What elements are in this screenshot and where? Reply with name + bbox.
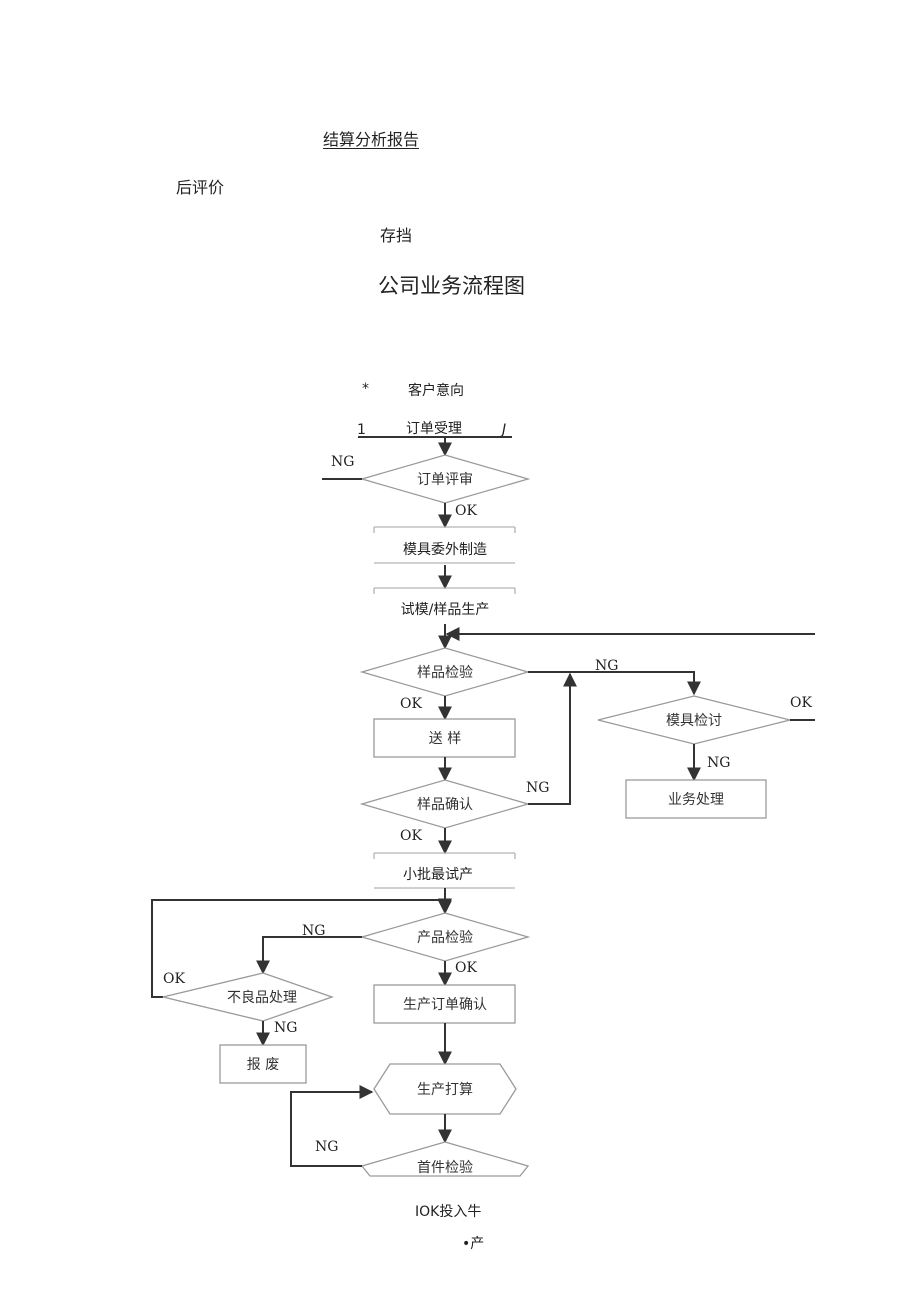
post-evaluation-label: 后评价 [176,178,225,197]
ng-loop-first-inspect [290,1085,374,1167]
ng-label-defect-handle: NG [274,1020,297,1036]
ok-label-sample-confirm: OK [400,828,422,844]
customer-intent-label: 客户意向 [408,382,464,399]
prod-order-confirm-label: 生产订单确认 [403,997,487,1013]
first-inspect-diamond [360,1141,530,1177]
ng-label-product-inspect: NG [302,923,325,939]
prod-plan-label: 生产打算 [417,1081,473,1098]
send-sample-label: 送 样 [429,731,461,747]
scrap-label: 报 废 [247,1057,279,1073]
send-sample-box [373,718,516,758]
ok-label-product-inspect: OK [455,960,477,976]
sample-confirm-label: 样品确认 [417,797,473,813]
product-inspect-label: 产品检验 [417,930,473,946]
order-accept-label: 订单受理 [406,421,462,437]
ng-line-sample-confirm [528,672,577,805]
prod-plan-hexagon [373,1063,517,1115]
ng-label-mold-review: NG [707,755,730,771]
small-batch-label: 小批最试产 [403,867,473,883]
star-mark: * [362,381,369,397]
ok-loop-defect-handle [151,898,452,998]
business-handle-label: 业务处理 [668,792,724,808]
prod-order-confirm-box [373,984,516,1024]
scrap-box [219,1044,307,1084]
ng-label-order-review: NG [331,454,354,470]
business-handle-box [625,779,767,819]
ok-label-defect-handle: OK [163,971,185,987]
defect-handle-label: 不良品处理 [227,990,297,1006]
slash-mark: J [499,422,506,438]
ok-to-production-label: IOK投入牛 [415,1204,481,1220]
archive-label: 存挡 [380,226,413,245]
first-inspect-label: 首件检验 [417,1160,473,1176]
order-review-label: 订单评审 [417,472,473,488]
ng-label-sample-inspect: NG [595,658,618,674]
settlement-report-link: 结算分析报告 [323,130,420,149]
production-tail-label: •产 [462,1236,484,1252]
page-title: 公司业务流程图 [378,274,525,298]
ok-label-order-review: OK [455,503,477,519]
trial-sample-label: 试模/样品生产 [401,602,490,618]
ng-line-sample-inspect [528,671,701,696]
ng-line-product-inspect [256,936,362,975]
ok-label-sample-inspect: OK [400,696,422,712]
mold-review-label: 模具检讨 [666,713,722,729]
ng-label-first-inspect: NG [315,1139,338,1155]
sample-inspect-label: 样品检验 [417,665,473,681]
mold-outsource-label: 模具委外制造 [403,542,487,558]
ok-label-mold-review: OK [790,695,812,711]
step-number: 1 [357,422,366,438]
ng-label-sample-confirm: NG [526,780,549,796]
